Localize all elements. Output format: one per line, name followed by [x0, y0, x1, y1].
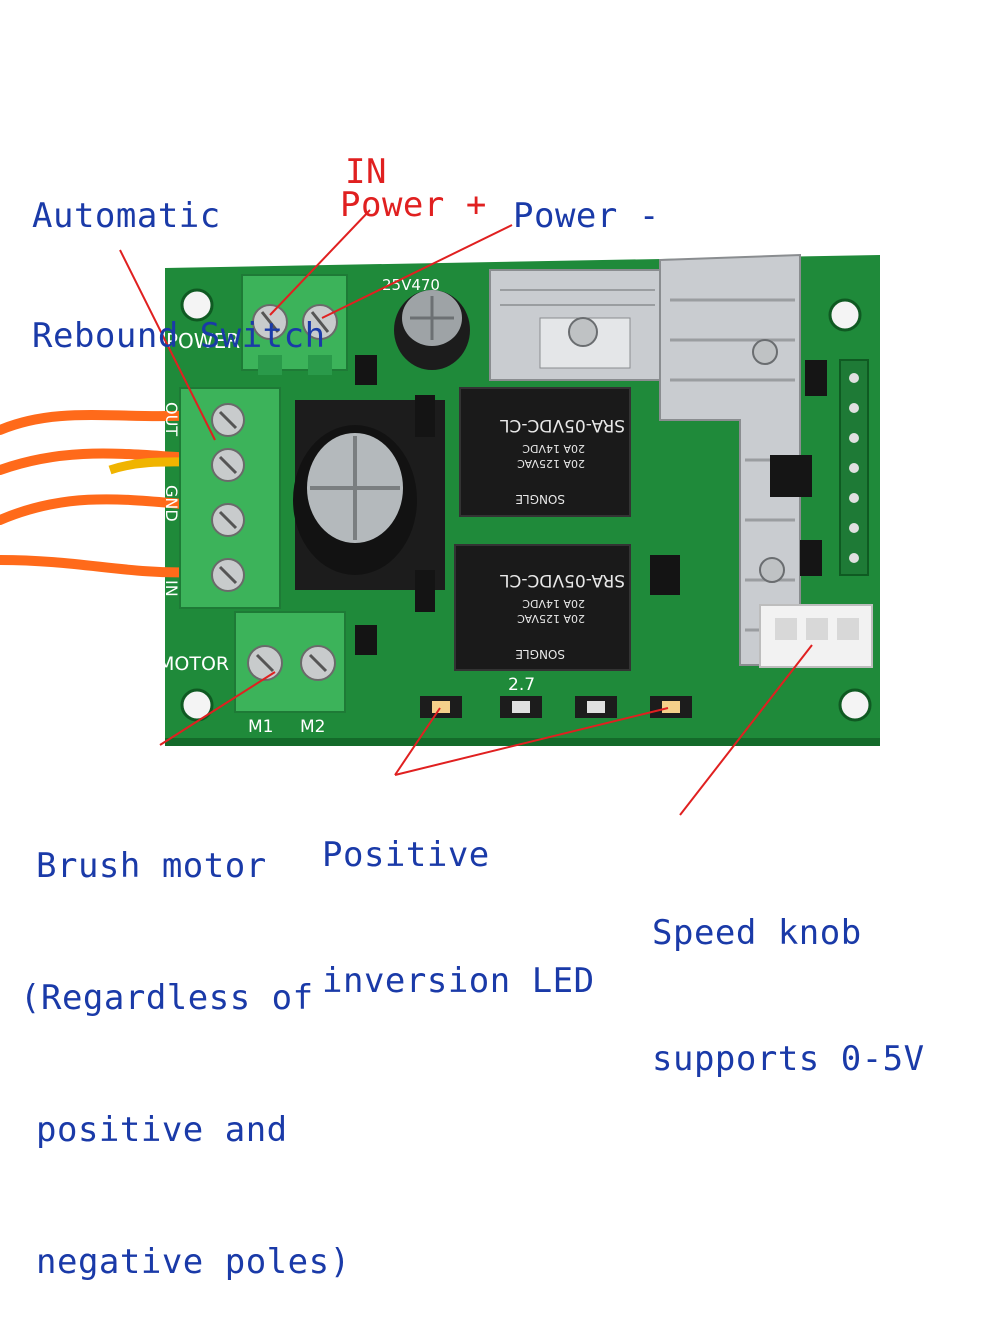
speed-knob-label: Speed knob supports 0-5V: [652, 828, 925, 1122]
leader-lines: [119, 209, 813, 816]
relay-top: [459, 387, 631, 517]
power-minus-label: Power -: [513, 196, 660, 236]
speed-knob-line-2: supports 0-5V: [652, 1039, 925, 1079]
power-plus-leader-line: [269, 209, 371, 316]
power-plus-label: Power +: [340, 185, 487, 225]
brush-motor-line-2: (Regardless of: [20, 978, 314, 1018]
power-minus-leader-line: [321, 224, 513, 319]
relay-top-rating-2: 20A 125VAC: [517, 457, 585, 470]
motor-silk-label: MOTOR: [158, 653, 229, 675]
gnd-silk-label: GND: [162, 485, 181, 522]
rebound-switch-line-2: Rebound Switch: [32, 316, 326, 356]
signal-terminal-block: [179, 387, 281, 609]
led-row: [420, 696, 692, 718]
out-silk-label: OUT: [162, 402, 181, 436]
smd-components: [355, 355, 680, 655]
heatsink-top: [489, 269, 661, 381]
resistor-silk-label: 2.7: [508, 675, 535, 695]
small-capacitor: [394, 290, 470, 370]
led-leader-line-1: [394, 707, 441, 776]
signal-wires: [0, 410, 200, 578]
relay-top-rating-1: 20A 14VDC: [522, 442, 585, 455]
brush-motor-line-1: Brush motor: [36, 846, 267, 886]
m2-silk-label: M2: [300, 717, 325, 737]
large-capacitor: [293, 400, 445, 590]
in-label: IN: [345, 152, 387, 192]
power-silk-label: POWER: [166, 329, 240, 353]
speed-knob-connector: [759, 604, 873, 668]
relay-top-brand: SONGLE: [515, 492, 565, 506]
pcb-edge: [165, 738, 880, 746]
brush-motor-line-4: negative poles): [36, 1242, 351, 1282]
ic-chip: [770, 455, 812, 497]
led-leader-line-2: [394, 707, 669, 776]
relay-bottom-brand: SONGLE: [515, 647, 565, 661]
led-label-line-2: inversion LED: [322, 961, 595, 1001]
relay-bottom-rating-2: 20A 125VAC: [517, 612, 585, 625]
mounting-hole: [828, 298, 862, 332]
led-label: Positive inversion LED: [322, 750, 595, 1044]
relay-bottom: [454, 544, 631, 671]
board-photo: POWER MOTOR M1 M2 OUT GND IN 25V470 2.7 …: [0, 209, 880, 816]
m1-silk-label: M1: [248, 717, 273, 737]
motor-leader-line: [159, 671, 276, 746]
relay-bottom-rating-1: 20A 14VDC: [522, 597, 585, 610]
speed-leader-line: [679, 644, 813, 816]
rebound-switch-label: Automatic Rebound Switch: [32, 116, 326, 396]
rebound-leader-line: [119, 249, 216, 441]
power-terminal-block: [241, 274, 348, 375]
led-label-line-1: Positive: [322, 835, 490, 875]
brush-motor-line-3: positive and: [36, 1110, 288, 1150]
in-silk-label: IN: [162, 580, 181, 597]
relay-bottom-model: SRA-05VDC-CL: [499, 570, 625, 590]
mounting-hole: [180, 288, 214, 322]
motor-terminal-block: [234, 611, 346, 713]
mounting-hole: [180, 688, 214, 722]
relay-top-model: SRA-05VDC-CL: [499, 415, 625, 435]
mounting-hole: [838, 688, 872, 722]
speed-knob-line-1: Speed knob: [652, 913, 862, 953]
ic-chip: [805, 360, 827, 396]
ic-chip: [800, 540, 822, 576]
rebound-switch-line-1: Automatic: [32, 196, 221, 236]
brush-motor-label: Brush motor (Regardless of positive and …: [20, 756, 351, 1328]
header-connector: [839, 359, 869, 576]
